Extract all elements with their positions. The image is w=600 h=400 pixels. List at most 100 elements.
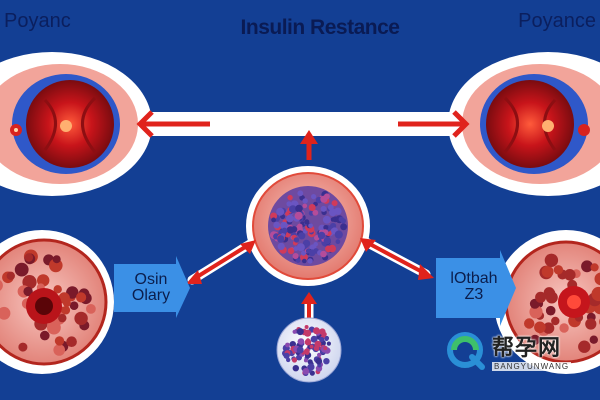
granule (270, 212, 278, 220)
granule (0, 280, 3, 291)
granule (309, 344, 314, 349)
granule (323, 225, 329, 230)
q-logo-icon (447, 331, 485, 370)
top-right-organ (448, 52, 600, 196)
granule (324, 336, 329, 341)
granule (310, 335, 318, 343)
granule (54, 336, 65, 346)
granule (529, 334, 541, 345)
granule (313, 242, 319, 247)
granule (280, 221, 288, 230)
left-tissue (0, 230, 114, 374)
granule (323, 193, 330, 200)
granule (559, 323, 569, 333)
granule (585, 318, 597, 330)
granule (544, 253, 559, 267)
left-label-line-2: Olary (131, 287, 171, 304)
right-tissue (494, 230, 600, 374)
granule (311, 194, 317, 200)
right-label-line-2: Z3 (464, 286, 484, 303)
granule (326, 341, 331, 346)
granule (296, 243, 305, 252)
right-label-arrow (436, 250, 516, 326)
granule (315, 357, 323, 365)
granule (23, 286, 33, 297)
granule (328, 244, 337, 253)
granule (327, 204, 334, 211)
watermark-chinese: 帮孕网 (492, 335, 562, 360)
granule (320, 250, 327, 258)
granule (545, 305, 556, 316)
granule (296, 328, 304, 336)
granule (581, 260, 593, 273)
granule (53, 285, 62, 294)
granule (319, 328, 326, 336)
granule (304, 329, 312, 337)
granule (304, 325, 309, 329)
granule (283, 352, 290, 359)
granule (594, 272, 600, 286)
granule (74, 311, 88, 326)
granule (281, 227, 288, 234)
granule (303, 358, 308, 363)
granule (53, 344, 65, 356)
granule (590, 263, 599, 272)
granule (18, 342, 28, 352)
granule (289, 205, 297, 214)
granule (308, 204, 316, 211)
granule (86, 304, 96, 314)
granule (589, 335, 598, 344)
granule (551, 316, 560, 326)
right-label: lOtbah Z3 (436, 262, 512, 312)
granule (322, 215, 331, 224)
right-tissue-cells (524, 253, 600, 353)
granule (52, 255, 61, 264)
granule (292, 329, 297, 334)
granule (564, 269, 576, 281)
granule (6, 271, 15, 280)
granule (545, 291, 558, 304)
diagram-title: Insulin Restance (240, 16, 400, 39)
granule (293, 237, 300, 243)
granule (69, 301, 79, 311)
arrow-up (300, 130, 318, 160)
granule (317, 352, 322, 358)
granule (323, 236, 331, 245)
granule (58, 292, 70, 304)
center-cell (246, 166, 370, 286)
granule (47, 320, 61, 335)
granule (61, 305, 71, 315)
granule (286, 214, 294, 223)
bottom-cell-granules (282, 325, 331, 376)
granule (535, 291, 547, 303)
arrow-right (398, 110, 470, 138)
arrow-center-to-left (186, 239, 256, 285)
granule (0, 306, 11, 320)
granule (302, 198, 308, 204)
granule (334, 230, 343, 239)
granule (273, 221, 281, 229)
granule (296, 346, 304, 354)
granule (313, 327, 320, 335)
granule (277, 235, 285, 243)
granule (14, 262, 29, 277)
granule (320, 205, 327, 212)
granule (293, 246, 299, 252)
granule (292, 365, 299, 372)
granule (329, 208, 337, 217)
right-label-line-1: lOtbah (450, 270, 498, 287)
granule (297, 190, 304, 197)
granule (578, 340, 591, 353)
granule (302, 258, 307, 264)
granule (331, 200, 338, 207)
granule (66, 336, 77, 348)
granule (323, 358, 330, 365)
granule (340, 218, 346, 224)
granule (298, 232, 306, 240)
granule (308, 223, 313, 229)
granule (286, 226, 295, 234)
title-top-left: Poyanc (4, 10, 71, 32)
granule (295, 204, 303, 213)
granule (286, 201, 292, 207)
